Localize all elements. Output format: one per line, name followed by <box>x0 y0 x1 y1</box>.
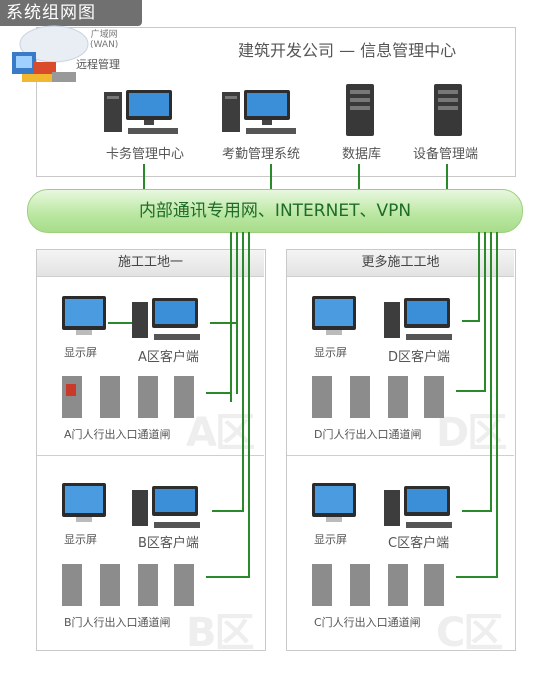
zone-mark-c: C区 <box>436 610 503 656</box>
turnstile-gates-icon <box>312 564 444 606</box>
connector <box>143 164 145 190</box>
client-computer-icon <box>132 486 200 528</box>
display-monitor-icon <box>312 483 356 522</box>
turnstile-gates-icon <box>62 376 194 418</box>
connector <box>248 232 250 578</box>
connector <box>206 392 232 394</box>
divider <box>287 455 514 456</box>
zone-left-title: 施工工地一 <box>37 250 264 277</box>
display-monitor-icon <box>62 296 106 335</box>
connector <box>496 232 498 578</box>
connector <box>206 576 250 578</box>
network-bar: 内部通讯专用网、INTERNET、VPN <box>27 189 523 233</box>
wan-remote-icon <box>12 25 89 82</box>
connector <box>446 164 448 190</box>
hq-item-database: 数据库 <box>342 147 382 162</box>
card-center-computer-icon <box>104 90 178 134</box>
gate-label-c: C门人行出入口通道闸 <box>314 616 421 629</box>
zone-mark-b: B区 <box>186 610 254 656</box>
database-server-icon <box>346 84 374 136</box>
turnstile-gates-icon <box>62 564 194 606</box>
turnstile-gates-icon <box>312 376 444 418</box>
client-computer-icon <box>384 486 452 528</box>
connector <box>462 320 480 322</box>
connector <box>478 232 480 322</box>
connector <box>484 232 486 392</box>
zone-mark-d: D区 <box>436 410 507 456</box>
connector <box>230 232 232 402</box>
display-monitor-icon <box>62 483 106 522</box>
client-computer-icon <box>132 298 200 340</box>
display-label-a: 显示屏 <box>64 346 97 359</box>
hq-item-card-center: 卡务管理中心 <box>106 147 185 162</box>
device-manager-server-icon <box>434 84 462 136</box>
gate-label-d: D门人行出入口通道闸 <box>314 428 422 441</box>
connector <box>456 576 498 578</box>
divider <box>37 455 264 456</box>
zone-right-title: 更多施工工地 <box>287 250 514 277</box>
company-title: 建筑开发公司 — 信息管理中心 <box>238 41 457 60</box>
connector <box>490 232 492 512</box>
connector <box>456 390 486 392</box>
connector <box>358 164 360 190</box>
attendance-computer-icon <box>222 90 296 134</box>
client-label-b: B区客户端 <box>138 536 199 551</box>
remote-label: 远程管理 <box>76 58 120 71</box>
connector <box>270 164 272 190</box>
hq-item-device-manager: 设备管理端 <box>413 147 479 162</box>
gate-label-b: B门人行出入口通道闸 <box>64 616 171 629</box>
connector <box>236 232 238 394</box>
connector <box>462 510 492 512</box>
gate-label-a: A门人行出入口通道闸 <box>64 428 171 441</box>
display-label-c: 显示屏 <box>314 533 347 546</box>
client-label-a: A区客户端 <box>138 350 199 365</box>
connector <box>212 510 244 512</box>
connector <box>108 322 132 324</box>
display-monitor-icon <box>312 296 356 335</box>
display-label-d: 显示屏 <box>314 346 347 359</box>
client-computer-icon <box>384 298 452 340</box>
hq-item-attendance: 考勤管理系统 <box>222 147 301 162</box>
connector <box>210 322 238 324</box>
client-label-c: C区客户端 <box>388 536 450 551</box>
wan-label: 广域网 (WAN) <box>90 30 119 50</box>
client-label-d: D区客户端 <box>388 350 451 365</box>
connector <box>242 232 244 512</box>
diagram-title: 系统组网图 <box>0 0 142 26</box>
display-label-b: 显示屏 <box>64 533 97 546</box>
